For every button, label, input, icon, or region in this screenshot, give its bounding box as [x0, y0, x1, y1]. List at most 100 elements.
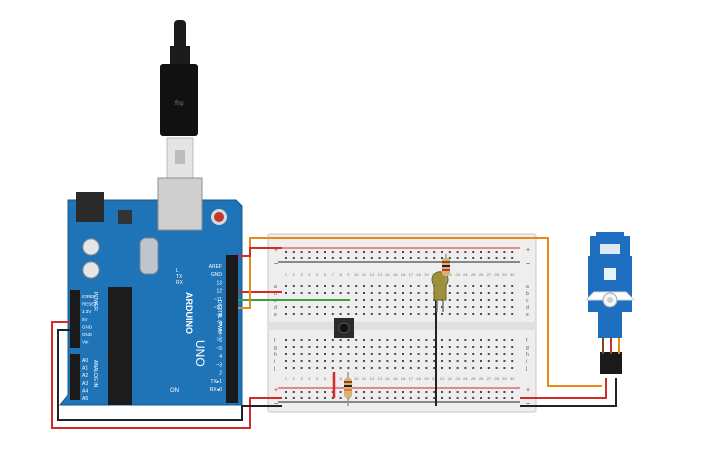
column-number: 21 — [440, 376, 445, 381]
breadboard-hole — [472, 299, 475, 301]
breadboard-hole — [355, 313, 358, 315]
analog-pin-label: A0 — [82, 358, 88, 364]
resistor-top[interactable] — [442, 254, 450, 282]
wire-5v-red[interactable] — [51, 321, 282, 429]
digital-pin-label: 4 — [219, 354, 222, 360]
breadboard-hole — [511, 391, 514, 393]
row-label-i: i — [526, 359, 527, 365]
breadboard-hole — [417, 367, 420, 369]
column-number: 28 — [494, 376, 499, 381]
digital-pin-label: 2 — [219, 371, 222, 377]
breadboard-hole — [378, 251, 381, 253]
breadboard-hole — [363, 339, 365, 341]
breadboard-hole — [456, 339, 459, 341]
breadboard-hole — [316, 391, 319, 393]
digital-pin-label: 8 — [219, 321, 222, 327]
breadboard-hole — [495, 339, 498, 341]
breadboard-hole — [370, 391, 373, 393]
breadboard-hole — [308, 251, 311, 253]
breadboard-hole — [300, 360, 303, 362]
column-number: 13 — [377, 272, 382, 277]
breadboard-hole — [339, 360, 342, 362]
breadboard-hole — [378, 313, 381, 315]
arduino-uno-board[interactable]: ARDUINO UNO ON DIGITAL (PWM~) ANALOG IN … — [58, 177, 243, 406]
breadboard-hole — [464, 257, 467, 259]
column-number: 6 — [324, 272, 327, 277]
breadboard-hole — [456, 360, 459, 362]
breadboard-hole — [386, 299, 389, 301]
column-number: 27 — [487, 376, 492, 381]
breadboard-hole — [347, 292, 350, 294]
power-pin-label: GND — [82, 324, 93, 329]
wire-11-orange[interactable] — [238, 237, 602, 387]
breadboard-hole — [347, 353, 350, 355]
row-label-e: e — [274, 312, 277, 318]
breadboard-hole — [441, 360, 443, 362]
breadboard-hole — [464, 346, 467, 348]
breadboard-hole — [370, 353, 373, 355]
breadboard-hole — [495, 353, 498, 355]
row-label-b: b — [274, 291, 277, 297]
breadboard-hole — [331, 360, 334, 362]
wire-servo-power[interactable] — [520, 378, 607, 399]
breadboard-hole — [417, 251, 420, 253]
row-label-h: h — [274, 352, 277, 358]
breadboard-hole — [433, 353, 436, 355]
breadboard-hole — [495, 257, 498, 259]
breadboard-hole — [495, 299, 498, 301]
breadboard-hole — [425, 353, 428, 355]
breadboard-hole — [285, 251, 287, 253]
breadboard-hole — [448, 367, 451, 369]
resistor-bottom[interactable] — [344, 372, 352, 406]
breadboard-hole — [480, 299, 482, 301]
column-number: 26 — [479, 376, 484, 381]
wire-5v-top[interactable] — [238, 247, 282, 257]
column-number: 10 — [354, 272, 359, 277]
wire-gnd-black[interactable] — [57, 329, 282, 421]
breadboard-hole — [347, 257, 350, 259]
breadboard-hole — [355, 397, 358, 399]
breadboard-hole — [433, 367, 436, 369]
breadboard-hole — [464, 251, 467, 253]
breadboard-hole — [394, 285, 397, 287]
breadboard-hole — [292, 367, 295, 369]
breadboard-hole — [464, 313, 467, 315]
row-label-d: d — [526, 305, 529, 311]
breadboard-hole — [417, 299, 420, 301]
breadboard-hole — [480, 346, 482, 348]
breadboard-hole — [394, 346, 397, 348]
pushbutton[interactable] — [334, 318, 354, 338]
servo-motor[interactable] — [584, 232, 636, 374]
plus-label-bottom-right: + — [526, 387, 530, 394]
breadboard-hole — [308, 313, 311, 315]
breadboard-hole — [503, 257, 506, 259]
breadboard-hole — [378, 306, 381, 308]
breadboard-hole — [441, 353, 443, 355]
wires — [51, 237, 617, 429]
breadboard-hole — [363, 257, 365, 259]
breadboard-hole — [456, 257, 459, 259]
breadboard-hole — [347, 339, 350, 341]
breadboard-hole — [402, 285, 404, 287]
breadboard-hole — [363, 346, 365, 348]
breadboard-hole — [292, 292, 295, 294]
breadboard-hole — [363, 285, 365, 287]
breadboard-hole — [511, 353, 514, 355]
column-number: 11 — [362, 272, 367, 277]
breadboard-hole — [308, 292, 311, 294]
breadboard-hole — [331, 257, 334, 259]
breadboard-hole — [394, 257, 397, 259]
breadboard-hole — [308, 397, 311, 399]
breadboard-hole — [464, 292, 467, 294]
atmega-chip — [108, 287, 132, 405]
breadboard-hole — [394, 251, 397, 253]
digital-header — [226, 255, 238, 403]
breadboard-hole — [433, 257, 436, 259]
breadboard-hole — [339, 339, 342, 341]
usb-cable[interactable]: ⇋ — [160, 20, 198, 179]
wire-servo-ground[interactable] — [520, 378, 617, 407]
breadboard-hole — [409, 285, 412, 287]
breadboard-hole — [448, 251, 451, 253]
breadboard-hole — [355, 346, 358, 348]
